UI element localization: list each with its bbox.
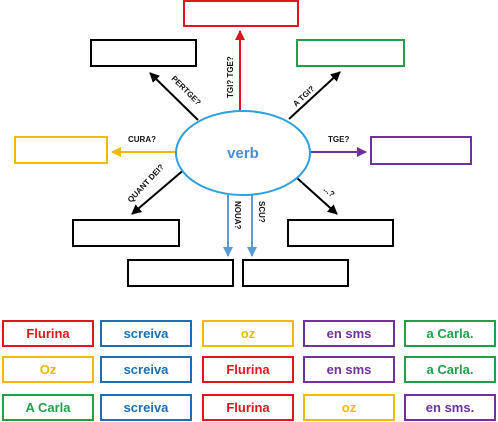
word-card[interactable]: A Carla: [2, 394, 94, 421]
arrow-up-left: [149, 72, 199, 121]
word-card[interactable]: en sms: [303, 356, 395, 383]
target-box-left-yellow[interactable]: [14, 136, 108, 164]
arrow-label-down-left: QUANT DEI?: [126, 162, 166, 204]
target-box-bottom-right-black[interactable]: [242, 259, 349, 287]
arrow-label-down-right: ...?: [322, 185, 337, 199]
target-box-right-purple[interactable]: [370, 136, 472, 165]
target-box-bottom-left-black[interactable]: [127, 259, 234, 287]
word-card[interactable]: Flurina: [202, 394, 294, 421]
arrow-label-right: TGE?: [328, 135, 349, 144]
target-box-lower-right-black[interactable]: [287, 219, 394, 247]
arrow-down-left: [131, 167, 187, 215]
arrow-label-down-b: SCU?: [257, 201, 266, 223]
arrow-up-right: [288, 71, 341, 120]
target-box-top-red[interactable]: [183, 0, 299, 27]
word-card[interactable]: screiva: [100, 394, 192, 421]
word-card[interactable]: Flurina: [202, 356, 294, 383]
word-card[interactable]: en sms.: [404, 394, 496, 421]
word-card[interactable]: a Carla.: [404, 356, 496, 383]
word-card[interactable]: en sms: [303, 320, 395, 347]
arrow-label-down-a: NOUA?: [233, 201, 242, 230]
target-box-upper-right-green[interactable]: [296, 39, 405, 67]
target-box-lower-left-black[interactable]: [72, 219, 180, 247]
word-card[interactable]: screiva: [100, 356, 192, 383]
verb-label: verb: [227, 145, 259, 162]
word-card[interactable]: screiva: [100, 320, 192, 347]
word-card[interactable]: oz: [202, 320, 294, 347]
target-box-upper-left-black[interactable]: [90, 39, 197, 67]
word-card[interactable]: Oz: [2, 356, 94, 383]
word-card[interactable]: oz: [303, 394, 395, 421]
sentence-diagram: verb TGI? TGE? PERTGE? A TGI? CURA? TGE?…: [14, 0, 472, 287]
arrow-label-up: TGI? TGE?: [226, 56, 235, 98]
arrow-label-up-left: PERTGE?: [170, 74, 203, 107]
verb-ellipse: [175, 110, 311, 196]
word-card[interactable]: Flurina: [2, 320, 94, 347]
word-card[interactable]: a Carla.: [404, 320, 496, 347]
arrow-label-left: CURA?: [128, 135, 156, 144]
arrow-down-right: [296, 177, 338, 215]
